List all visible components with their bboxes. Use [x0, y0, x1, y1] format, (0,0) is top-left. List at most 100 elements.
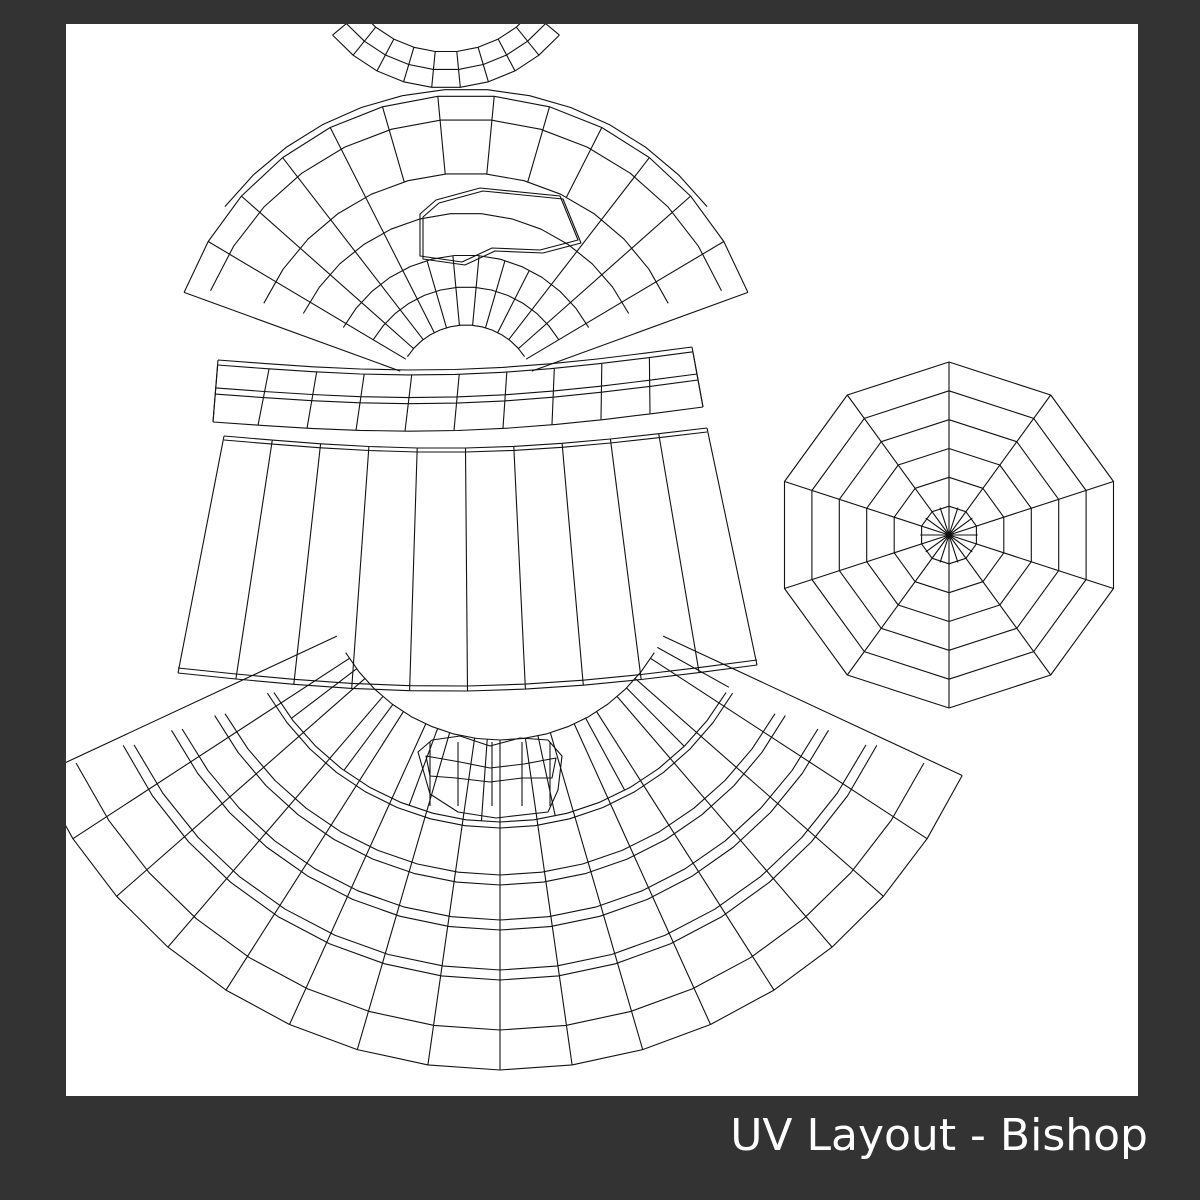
uv-hole-outline: [422, 190, 582, 266]
uv-radial-edge: [531, 291, 749, 372]
uv-radial-edge: [241, 195, 414, 350]
uv-spoke: [948, 534, 973, 553]
uv-radial-edge: [497, 269, 530, 333]
uv-arc-edge: [372, 286, 560, 340]
uv-arc-edge: [66, 775, 963, 1071]
uv-col-edge: [502, 372, 508, 429]
uv-radial-edge: [72, 657, 350, 840]
uv-col-edge: [691, 346, 704, 408]
uv-top-edge: [223, 427, 708, 449]
uv-strip-edge: [609, 438, 642, 680]
uv-island-octagon-cap: [783, 361, 1115, 709]
uv-spoke: [948, 534, 959, 563]
uv-radial-edge: [66, 635, 338, 763]
uv-radial-edge: [497, 38, 516, 72]
uv-radial-edge: [167, 696, 384, 948]
uv-radial-edge: [662, 635, 963, 776]
uv-slot-outline: [417, 735, 563, 819]
uv-radial-edge: [431, 51, 436, 88]
uv-island-slot-piece: [417, 735, 563, 819]
uv-radial-edge: [524, 738, 573, 1065]
uv-radial-edge: [403, 47, 415, 82]
uv-row-edge: [212, 406, 704, 432]
uv-radial-edge: [427, 738, 476, 1065]
uv-radial-edge: [329, 127, 435, 333]
uv-island-base-fan: [66, 635, 963, 1071]
uv-island-collar-arc: [332, 24, 560, 88]
uv-radial-edge: [376, 38, 395, 72]
uv-radial-edge: [484, 260, 506, 328]
uv-radial-edge: [456, 51, 461, 88]
uv-strip-edge: [235, 440, 273, 680]
uv-arc-edge: [224, 89, 708, 207]
uv-strip-edge: [351, 446, 370, 689]
uv-spoke: [925, 534, 950, 553]
uv-spoke: [925, 517, 950, 536]
uv-spoke: [846, 394, 950, 536]
uv-row-edge: [215, 373, 698, 399]
uv-radial-edge: [508, 157, 650, 340]
uv-spoke: [948, 534, 1114, 590]
uv-strip-edge: [409, 447, 418, 691]
uv-col-edge: [600, 363, 603, 420]
uv-radial-edge: [356, 732, 451, 1050]
uv-radial-edge: [437, 96, 446, 175]
uv-radial-edge: [585, 718, 626, 791]
uv-radial-edge: [486, 96, 495, 175]
uv-radial-edge: [549, 732, 644, 1050]
uv-radial-edge: [207, 241, 407, 360]
uv-radial-edge: [290, 668, 357, 719]
uv-arc-edge: [302, 213, 630, 314]
uv-col-edge: [212, 359, 219, 423]
uv-col-edge: [404, 374, 413, 432]
uv-radial-edge: [626, 687, 685, 747]
uv-radial-edge: [650, 657, 928, 840]
uv-arc-edge: [342, 254, 590, 328]
uv-col-edge: [355, 373, 365, 431]
uv-strip-edge: [658, 433, 700, 673]
uv-radial-edge: [616, 696, 833, 948]
uv-spoke: [948, 534, 1052, 676]
uv-spoke: [784, 534, 950, 590]
uv-slot-inner: [425, 755, 557, 783]
uv-island-body-skirt: [177, 427, 758, 692]
uv-row-edge: [217, 351, 693, 376]
uv-radial-edge: [657, 646, 730, 688]
uv-radial-edge: [225, 711, 404, 991]
uv-spoke: [948, 517, 973, 536]
uv-radial-edge: [634, 678, 884, 897]
uv-col-edge: [257, 368, 270, 426]
uv-arc-edge: [210, 119, 722, 291]
uv-radial-edge: [282, 157, 424, 340]
uv-spoke: [948, 394, 1052, 536]
uv-strip-edge: [513, 446, 526, 690]
uv-radial-edge: [426, 260, 448, 328]
uv-arc-edge: [345, 652, 655, 741]
uv-radial-edge: [472, 255, 480, 326]
uv-col-edge: [551, 368, 555, 425]
uv-radial-edge: [527, 106, 551, 182]
uv-radial-edge: [573, 723, 712, 1025]
uv-hole-outline: [419, 187, 579, 263]
uv-radial-edge: [518, 195, 691, 350]
uv-strip-edge: [293, 443, 322, 685]
uv-radial-edge: [332, 24, 347, 36]
uv-radial-edge: [343, 704, 394, 771]
uv-radial-edge: [183, 291, 401, 372]
uv-strip-edge: [706, 427, 758, 666]
uv-spoke: [939, 534, 950, 563]
uv-arc-edge: [371, 24, 521, 53]
uv-radial-edge: [381, 106, 405, 182]
uv-radial-edge: [352, 26, 377, 56]
uv-radial-edge: [452, 255, 460, 326]
uv-arc-edge: [406, 324, 526, 358]
uv-arc-edge: [346, 24, 546, 70]
uv-spoke: [784, 480, 950, 536]
uv-radial-edge: [116, 678, 366, 897]
uv-strip-edge: [177, 435, 225, 674]
uv-radial-edge: [537, 735, 556, 817]
uv-wireframe: [66, 24, 1115, 1071]
uv-island-head-dome: [183, 89, 749, 372]
uv-arc-edge: [183, 95, 749, 293]
